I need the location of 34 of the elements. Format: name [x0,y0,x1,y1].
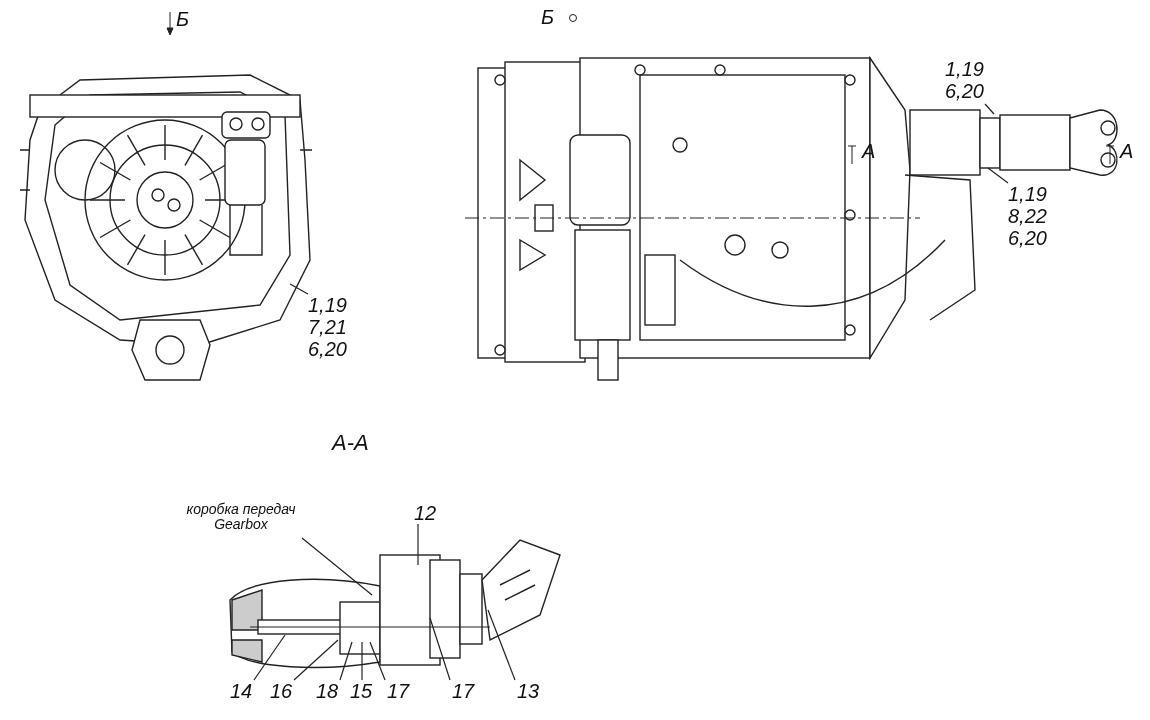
leader-line [487,609,516,681]
callout-number: 14 [229,680,253,702]
leader-line [417,523,419,566]
section-title: А-А [332,430,369,456]
leader-line [429,617,451,681]
callout-number: 13 [516,680,540,702]
callout-number: 6,20 [1008,227,1047,249]
leader-line [253,634,286,681]
callout-number: 8,22 [1008,205,1047,227]
leader-line [301,537,373,596]
callout-number: 15 [349,680,373,702]
callout-number: 18 [315,680,339,702]
callout-number: 7,21 [308,316,347,338]
callout-number: 6,20 [308,338,347,360]
callout-number: 6,20 [945,80,984,102]
view-letter: А [1120,140,1134,163]
leader-line [339,641,353,681]
callout-number: 17 [386,680,410,702]
callout-number: 1,19 [308,294,347,316]
part-note: коробка передач [186,502,296,518]
callout-number: 17 [451,680,475,702]
callout-number: 1,19 [1008,183,1047,205]
callout-number: 1,19 [945,58,984,80]
leader-line [984,103,995,115]
callout-number: 16 [269,680,293,702]
leader-line [289,283,309,295]
leader-line [369,641,386,681]
leader-line [293,639,339,681]
leader-line [361,641,363,681]
leader-line [987,167,1009,184]
callout-number: 12 [413,502,437,524]
part-note: Gearbox [214,517,268,533]
view-letter: Б [176,8,190,31]
view-letter: Б [541,6,555,29]
